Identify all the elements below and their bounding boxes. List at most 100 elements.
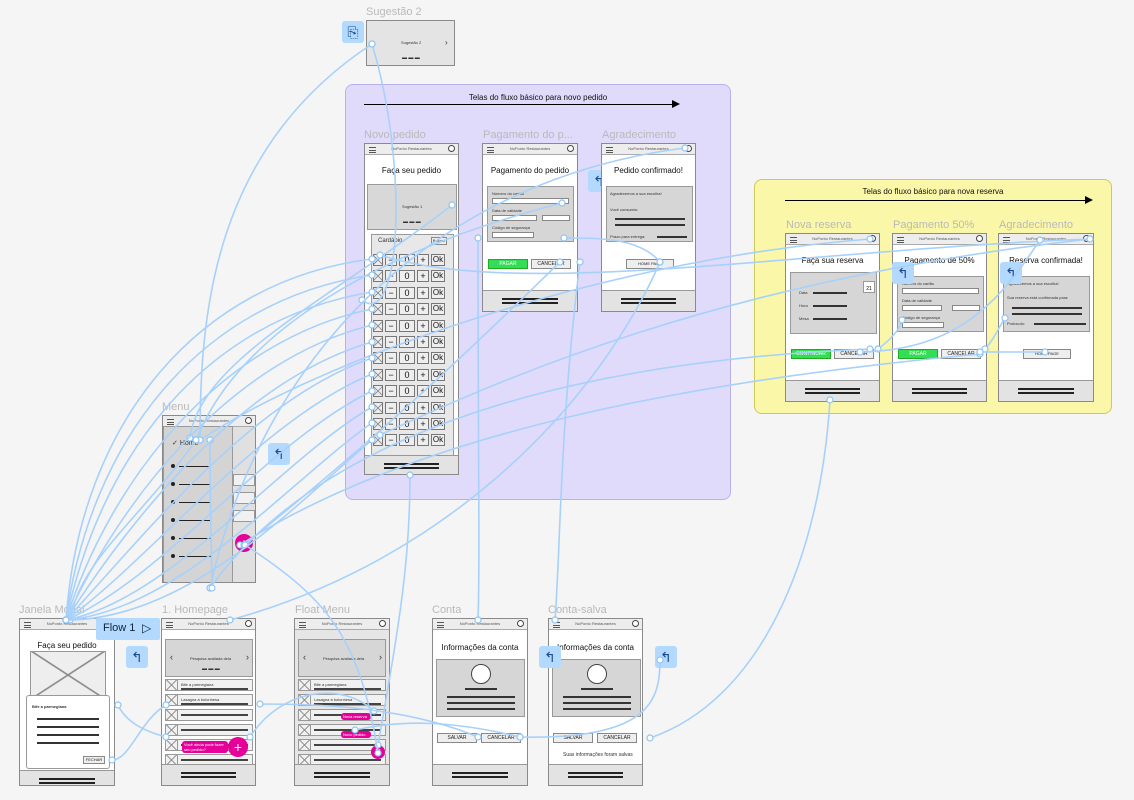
decrement-button[interactable]: − xyxy=(385,434,397,447)
frame-pagamento-50[interactable]: NoPonto Restaurantes Pagamento de 50% Nú… xyxy=(892,233,987,402)
connector-node[interactable] xyxy=(114,701,122,709)
banner-carousel[interactable]: ‹ Pesquisa avaliada dela › xyxy=(298,639,386,677)
confirm-button[interactable]: Ok xyxy=(431,286,445,299)
list-item[interactable]: Bife a parmegiana xyxy=(298,679,386,691)
connector-node[interactable] xyxy=(646,734,654,742)
increment-button[interactable]: + xyxy=(417,385,429,398)
confirm-button[interactable]: Ok xyxy=(431,352,445,365)
decrement-button[interactable]: − xyxy=(385,401,397,414)
back-icon[interactable]: ↰ xyxy=(655,646,677,668)
close-icon[interactable]: × xyxy=(371,745,385,759)
user-icon[interactable] xyxy=(245,620,252,627)
remove-item-icon[interactable] xyxy=(373,336,383,348)
chevron-right-icon[interactable]: › xyxy=(445,38,448,47)
decrement-button[interactable]: − xyxy=(385,319,397,332)
validity-year-input[interactable] xyxy=(542,215,570,221)
user-icon[interactable] xyxy=(976,235,983,242)
confirm-button[interactable]: Ok xyxy=(431,368,445,381)
hamburger-icon[interactable] xyxy=(167,419,174,425)
save-button[interactable]: SALVAR xyxy=(553,733,593,743)
cancel-button[interactable]: CANCELAR xyxy=(531,259,571,269)
frame-float-menu[interactable]: NoPonto Restaurantes ‹ Pesquisa avaliada… xyxy=(294,618,390,786)
user-icon[interactable] xyxy=(1083,235,1090,242)
drawer-item[interactable] xyxy=(171,536,215,540)
remove-item-icon[interactable] xyxy=(373,368,383,381)
increment-button[interactable]: + xyxy=(417,254,429,266)
list-item[interactable] xyxy=(233,474,255,486)
confirm-button[interactable]: Ok xyxy=(431,401,445,414)
drawer-item[interactable] xyxy=(171,464,215,468)
decrement-button[interactable]: − xyxy=(385,303,397,316)
decrement-button[interactable]: − xyxy=(385,270,397,283)
back-icon[interactable]: ↰ xyxy=(1000,262,1022,284)
card-number-input[interactable] xyxy=(902,288,979,294)
list-item[interactable]: Lasagna à bolonhesa xyxy=(165,694,253,706)
home-page-button[interactable]: HOME PAGE xyxy=(1023,349,1071,359)
increment-button[interactable]: + xyxy=(417,336,429,348)
chevron-right-icon[interactable]: › xyxy=(246,652,249,662)
list-item[interactable] xyxy=(233,492,255,504)
frame-homepage[interactable]: NoPonto Restaurantes ‹ Pesquisa avaliada… xyxy=(161,618,256,786)
drawer-item-home[interactable]: ✓ Home xyxy=(172,440,199,447)
validity-input[interactable] xyxy=(492,215,537,221)
search-button[interactable]: Buscar xyxy=(431,237,447,245)
confirm-button[interactable]: Ok xyxy=(431,418,445,430)
user-icon[interactable] xyxy=(632,620,639,627)
back-icon[interactable]: ↰ xyxy=(268,443,290,465)
remove-item-icon[interactable] xyxy=(373,385,383,398)
connector-node[interactable] xyxy=(206,584,214,592)
home-page-button[interactable]: HOME PAGE xyxy=(626,259,674,269)
frame-conta-salva[interactable]: NoPonto Restaurantes Informações da cont… xyxy=(548,618,643,786)
list-item[interactable]: Lasagna à bolonhesa xyxy=(298,694,386,706)
list-item[interactable] xyxy=(165,709,253,721)
user-icon[interactable] xyxy=(517,620,524,627)
cancel-button[interactable]: CANCELAR xyxy=(597,733,637,743)
save-button[interactable]: SALVAR xyxy=(437,733,477,743)
decrement-button[interactable]: − xyxy=(385,352,397,365)
list-item[interactable] xyxy=(233,510,255,522)
month-select[interactable] xyxy=(902,305,942,311)
add-button[interactable]: + xyxy=(228,737,248,757)
increment-button[interactable]: + xyxy=(417,319,429,332)
remove-item-icon[interactable] xyxy=(373,401,383,414)
remove-item-icon[interactable] xyxy=(373,286,383,299)
increment-button[interactable]: + xyxy=(417,368,429,381)
suggestion-banner[interactable]: Sugestão 1 ▬ ▬ ▬ xyxy=(367,184,457,230)
list-item[interactable] xyxy=(165,724,253,736)
frame-conta[interactable]: NoPonto Restaurantes Informações da cont… xyxy=(432,618,528,786)
connector-node[interactable] xyxy=(256,700,264,708)
hamburger-icon[interactable] xyxy=(606,147,613,153)
drawer-item[interactable] xyxy=(171,518,215,522)
decrement-button[interactable]: − xyxy=(385,368,397,381)
play-icon[interactable]: ▷ xyxy=(142,621,152,635)
hamburger-icon[interactable] xyxy=(1003,237,1010,243)
pay-button[interactable]: PAGAR xyxy=(488,259,528,269)
remove-item-icon[interactable] xyxy=(373,319,383,332)
continue-button[interactable]: CONTINUAR xyxy=(791,349,831,359)
hamburger-icon[interactable] xyxy=(24,622,31,628)
add-button[interactable]: + xyxy=(235,534,253,552)
frame-agradecimento-pedido[interactable]: NoPonto Restaurantes Pedido confirmado! … xyxy=(601,143,696,312)
frame-menu[interactable]: NoPonto Restaurantes ✓ Home + xyxy=(162,415,256,583)
new-order-option[interactable]: Novo pedido xyxy=(341,731,371,738)
frame-pagamento-pedido[interactable]: NoPonto Restaurantes Pagamento do pedido… xyxy=(482,143,578,312)
user-icon[interactable] xyxy=(379,620,386,627)
list-item[interactable]: Bife a parmegiana xyxy=(165,679,253,691)
hamburger-icon[interactable] xyxy=(790,237,797,243)
cancel-button[interactable]: CANCELAR xyxy=(481,733,521,743)
hamburger-icon[interactable] xyxy=(553,622,560,628)
remove-item-icon[interactable] xyxy=(373,270,383,283)
user-icon[interactable] xyxy=(245,417,252,424)
hamburger-icon[interactable] xyxy=(487,147,494,153)
frame-nova-reserva[interactable]: NoPonto Restaurantes Faça sua reserva Da… xyxy=(785,233,880,402)
increment-button[interactable]: + xyxy=(417,303,429,316)
increment-button[interactable]: + xyxy=(417,286,429,299)
year-select[interactable] xyxy=(952,305,980,311)
drawer-item[interactable] xyxy=(171,554,215,558)
hamburger-icon[interactable] xyxy=(299,622,306,628)
remove-item-icon[interactable] xyxy=(373,434,383,447)
decrement-button[interactable]: − xyxy=(385,286,397,299)
hamburger-icon[interactable] xyxy=(369,147,376,153)
confirm-button[interactable]: Ok xyxy=(431,434,445,447)
